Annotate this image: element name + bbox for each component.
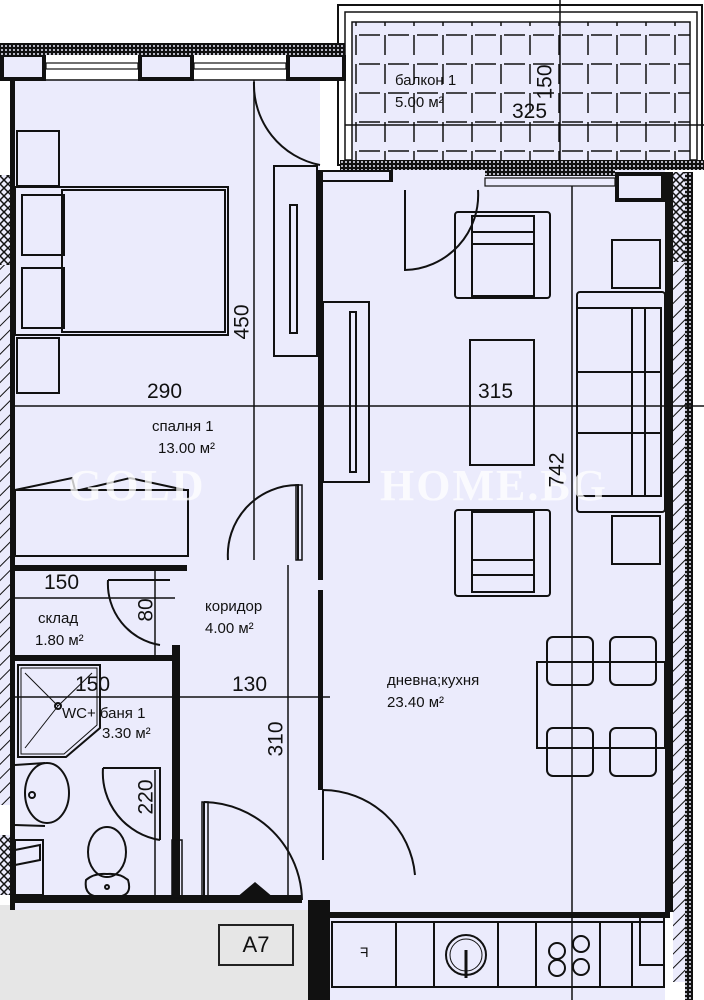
dim-balcony-width: 325 <box>512 100 548 123</box>
washer <box>14 839 44 896</box>
dim-living-width: 315 <box>478 380 514 403</box>
entrance-door <box>203 801 303 901</box>
kitchen-counter <box>331 914 665 988</box>
bedroom-door <box>226 483 299 561</box>
dim-corridor-depth: 310 <box>264 721 288 757</box>
wardrobe <box>252 80 370 560</box>
bathroom-door <box>101 767 161 841</box>
bedroom-name: спалня 1 <box>152 418 214 435</box>
dim-balcony-depth: 150 <box>533 64 557 100</box>
shower <box>17 664 101 758</box>
dim-bedroom-width: 290 <box>147 380 183 403</box>
living-area: 23.40 м² <box>387 694 445 711</box>
toilet <box>84 826 131 897</box>
watermark-right: HOME.BG <box>380 461 608 510</box>
watermark-left: GOLD <box>68 461 206 510</box>
corridor-area: 4.00 м² <box>205 620 254 637</box>
storage-door <box>106 579 170 646</box>
dim-bath-depth: 220 <box>134 779 158 815</box>
storage-name: склад <box>38 610 79 627</box>
dining-table <box>536 636 666 777</box>
bathroom-area: 3.30 м² <box>102 725 151 742</box>
interior-walls <box>12 170 670 1000</box>
unit-label: A7 <box>218 924 294 966</box>
balcony-area: 5.00 м² <box>395 94 444 111</box>
corridor-name: коридор <box>205 598 263 615</box>
coffee-table <box>469 339 535 466</box>
balcony-door <box>404 189 480 272</box>
sofa <box>576 239 666 565</box>
sink <box>14 762 70 827</box>
kitchen-fridge-marker: F <box>360 944 369 960</box>
armchair-bottom <box>454 509 551 597</box>
bedroom-area: 13.00 м² <box>158 440 216 457</box>
balcony <box>337 4 704 170</box>
dim-storage-width: 150 <box>44 571 80 594</box>
dim-bath-width: 150 <box>75 673 111 696</box>
living-name: дневна;кухня <box>387 672 480 689</box>
entrance-arrow-icon <box>230 882 280 903</box>
living-door <box>322 789 416 876</box>
dim-storage-depth: 80 <box>134 598 158 622</box>
bedroom-top-wall <box>0 43 346 81</box>
storage-area: 1.80 м² <box>35 632 84 649</box>
dim-corridor-width: 130 <box>232 673 268 696</box>
bed <box>14 130 229 557</box>
bathroom-name: WC+ баня 1 <box>62 705 146 722</box>
dim-living-depth: 742 <box>545 452 569 488</box>
dimension-lines <box>10 0 704 1000</box>
armchair-top <box>454 211 551 299</box>
dim-bedroom-depth: 450 <box>230 304 254 340</box>
balcony-name: балкон 1 <box>395 72 457 89</box>
